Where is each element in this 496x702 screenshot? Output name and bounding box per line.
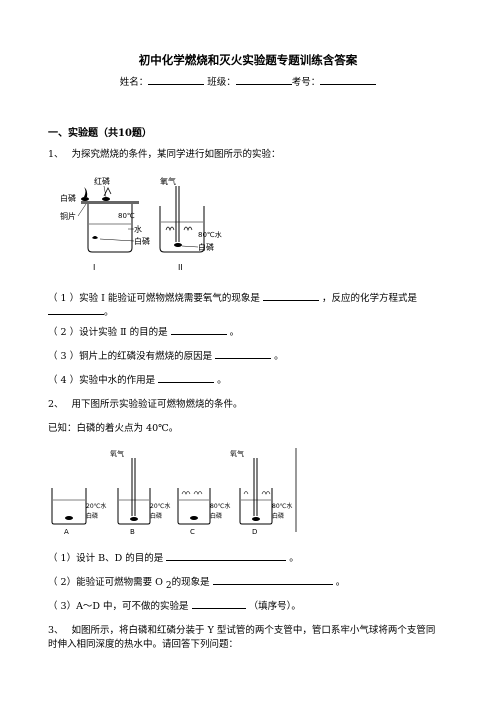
q1-sub-1-end: 。 [104, 307, 114, 318]
q2-known: 已知：白磷的着火点为 40℃。 [48, 423, 179, 434]
copper-plate [81, 201, 139, 204]
q1-sub-1-line-1: （ 1 ）实验 Ⅰ 能验证可燃物燃烧需要氧气的现象是 ，反应的化学方程式是 [48, 290, 417, 304]
q2-sub-2-text: （ 2）能验证可燃物需要 O [48, 577, 166, 588]
exam-blank[interactable] [320, 74, 377, 85]
q2-sub-2-end: 。 [335, 577, 346, 588]
q1-sub-3-end: 。 [274, 351, 284, 362]
caption-2: II [178, 263, 183, 272]
question-3-line-1: 3、如图所示，将白磷和红磷分装于 Y 型试管的两个支管中，管口系牢小气球将两个支… [48, 622, 435, 636]
q1-sub-3-blank[interactable] [215, 348, 272, 359]
q1-sub-2-text: （ 2 ）设计实验 Ⅱ 的目的是 [48, 327, 168, 338]
caption-b: B [130, 528, 135, 536]
label-wp-c: 白磷 [210, 512, 222, 520]
label-wp-d: 白磷 [272, 512, 284, 520]
q1-sub-4-blank[interactable] [158, 372, 215, 383]
q1-sub-4-text: （ 4 ）实验中水的作用是 [48, 375, 156, 386]
q1-sub-1-blank-1[interactable] [262, 290, 319, 301]
beaker-a [51, 488, 87, 525]
beaker-2 [159, 186, 205, 253]
question-number: 1、 [48, 149, 64, 160]
question-number: 2、 [48, 399, 64, 410]
label-water: 水 [134, 224, 142, 234]
label-wp-a: 白磷 [86, 512, 98, 520]
label-80c-d: 80℃水 [272, 502, 292, 510]
label-white-phosphorus-2: 白磷 [134, 236, 150, 246]
q2-sub-2-text-2: 的现象是 [171, 577, 210, 588]
question-text: 如图所示，将白磷和红磷分装于 Y 型试管的两个支管中，管口系牢小气球将两个支管同 [71, 625, 436, 636]
q2-sub-2: （ 2）能验证可燃物需要 O 2的现象是 。 [48, 574, 345, 591]
q2-experiment-figure: 20℃水 白磷 A 氧气 20℃水 白磷 B 80℃水 白磷 C 氧气 80℃水… [51, 448, 297, 536]
q2-sub-1-text: （ 1）设计 B、D 的目的是 [48, 553, 164, 564]
label-red-phosphorus: 红磷 [94, 176, 110, 186]
q2-sub-3-end: （填序号）。 [248, 601, 301, 612]
beaker-1 [81, 187, 139, 253]
beaker-d [239, 488, 273, 525]
q1-sub-2: （ 2 ）设计实验 Ⅱ 的目的是 。 [48, 324, 239, 338]
q1-sub-2-blank[interactable] [170, 324, 227, 335]
q2-sub-1: （ 1）设计 B、D 的目的是 。 [48, 550, 299, 564]
q2-sub-2-subscript: 2 [165, 580, 172, 591]
q2-sub-3: （ 3）A～D 中，可不做的实验是 （填序号）。 [48, 598, 301, 612]
question-number: 3、 [48, 625, 64, 636]
caption-d: D [252, 528, 257, 536]
class-label: 班级： [207, 77, 236, 88]
question-2-stem: 2、用下图所示实验验证可燃物燃烧的条件。 [48, 396, 243, 410]
question-1-stem: 1、为探究燃烧的条件，某同学进行如图所示的实验： [48, 146, 281, 160]
label-copper-plate: 铜片 [60, 211, 76, 221]
flame-icon [84, 187, 88, 197]
name-label: 姓名： [119, 77, 149, 88]
label-white-phosphorus: 白磷 [60, 193, 76, 203]
label-oxygen: 氧气 [160, 176, 176, 186]
q2-sub-3-text: （ 3）A～D 中，可不做的实验是 [48, 601, 189, 612]
exam-label: 考号： [291, 77, 321, 88]
caption-a: A [64, 528, 69, 536]
label-80c-water: 80℃水 [198, 230, 222, 239]
q1-sub-4-end: 。 [217, 375, 227, 386]
label-oxygen-b: 氧气 [110, 449, 124, 458]
q2-sub-1-end: 。 [289, 553, 299, 564]
question-text: 用下图所示实验验证可燃物燃烧的条件。 [71, 399, 243, 410]
label-20c-b: 20℃水 [150, 502, 170, 510]
q1-sub-2-end: 。 [229, 327, 240, 338]
caption-c: C [190, 528, 195, 536]
q1-sub-1-blank-2[interactable] [48, 304, 104, 315]
q2-sub-3-blank[interactable] [191, 598, 246, 609]
label-80c: 80℃ [118, 212, 135, 220]
q1-sub-3-text: （ 3 ）铜片上的红磷没有燃烧的原因是 [48, 351, 213, 362]
label-oxygen-d: 氧气 [230, 449, 244, 458]
q2-sub-1-blank[interactable] [166, 550, 287, 561]
name-blank[interactable] [148, 74, 205, 85]
beaker-c [177, 488, 211, 525]
q1-sub-3: （ 3 ）铜片上的红磷没有燃烧的原因是 。 [48, 348, 284, 362]
label-wp-b: 白磷 [150, 512, 162, 520]
caption-1: I [93, 263, 95, 272]
q1-sub-4: （ 4 ）实验中水的作用是 。 [48, 372, 227, 386]
label-80c-c: 80℃水 [210, 502, 230, 510]
q1-sub-1-text: （ 1 ）实验 Ⅰ 能验证可燃物燃烧需要氧气的现象是 [48, 293, 260, 304]
label-20c-a: 20℃水 [86, 502, 106, 510]
student-info-line: 姓名： 班级： 考号： [0, 74, 496, 88]
question-text: 为探究燃烧的条件，某同学进行如图所示的实验： [71, 149, 281, 160]
beaker-b [117, 488, 151, 525]
document-title: 初中化学燃烧和灭火实验题专题训练含答案 [138, 53, 358, 67]
question-3-line-2: 时伸入相同深度的热水中。请回答下列问题： [48, 639, 239, 650]
label-white-phosphorus-3: 白磷 [198, 242, 214, 252]
section-heading: 一、实验题（共10题） [48, 128, 152, 139]
q2-sub-2-blank[interactable] [212, 574, 333, 585]
class-blank[interactable] [235, 74, 292, 85]
q1-sub-1-text-2: ，反应的化学方程式是 [321, 293, 417, 304]
q1-sub-1-line-2: 。 [48, 304, 114, 318]
q1-experiment-figure: 白磷 红磷 铜片 80℃ 水 白磷 I 氧气 80℃水 白磷 II [60, 176, 222, 272]
